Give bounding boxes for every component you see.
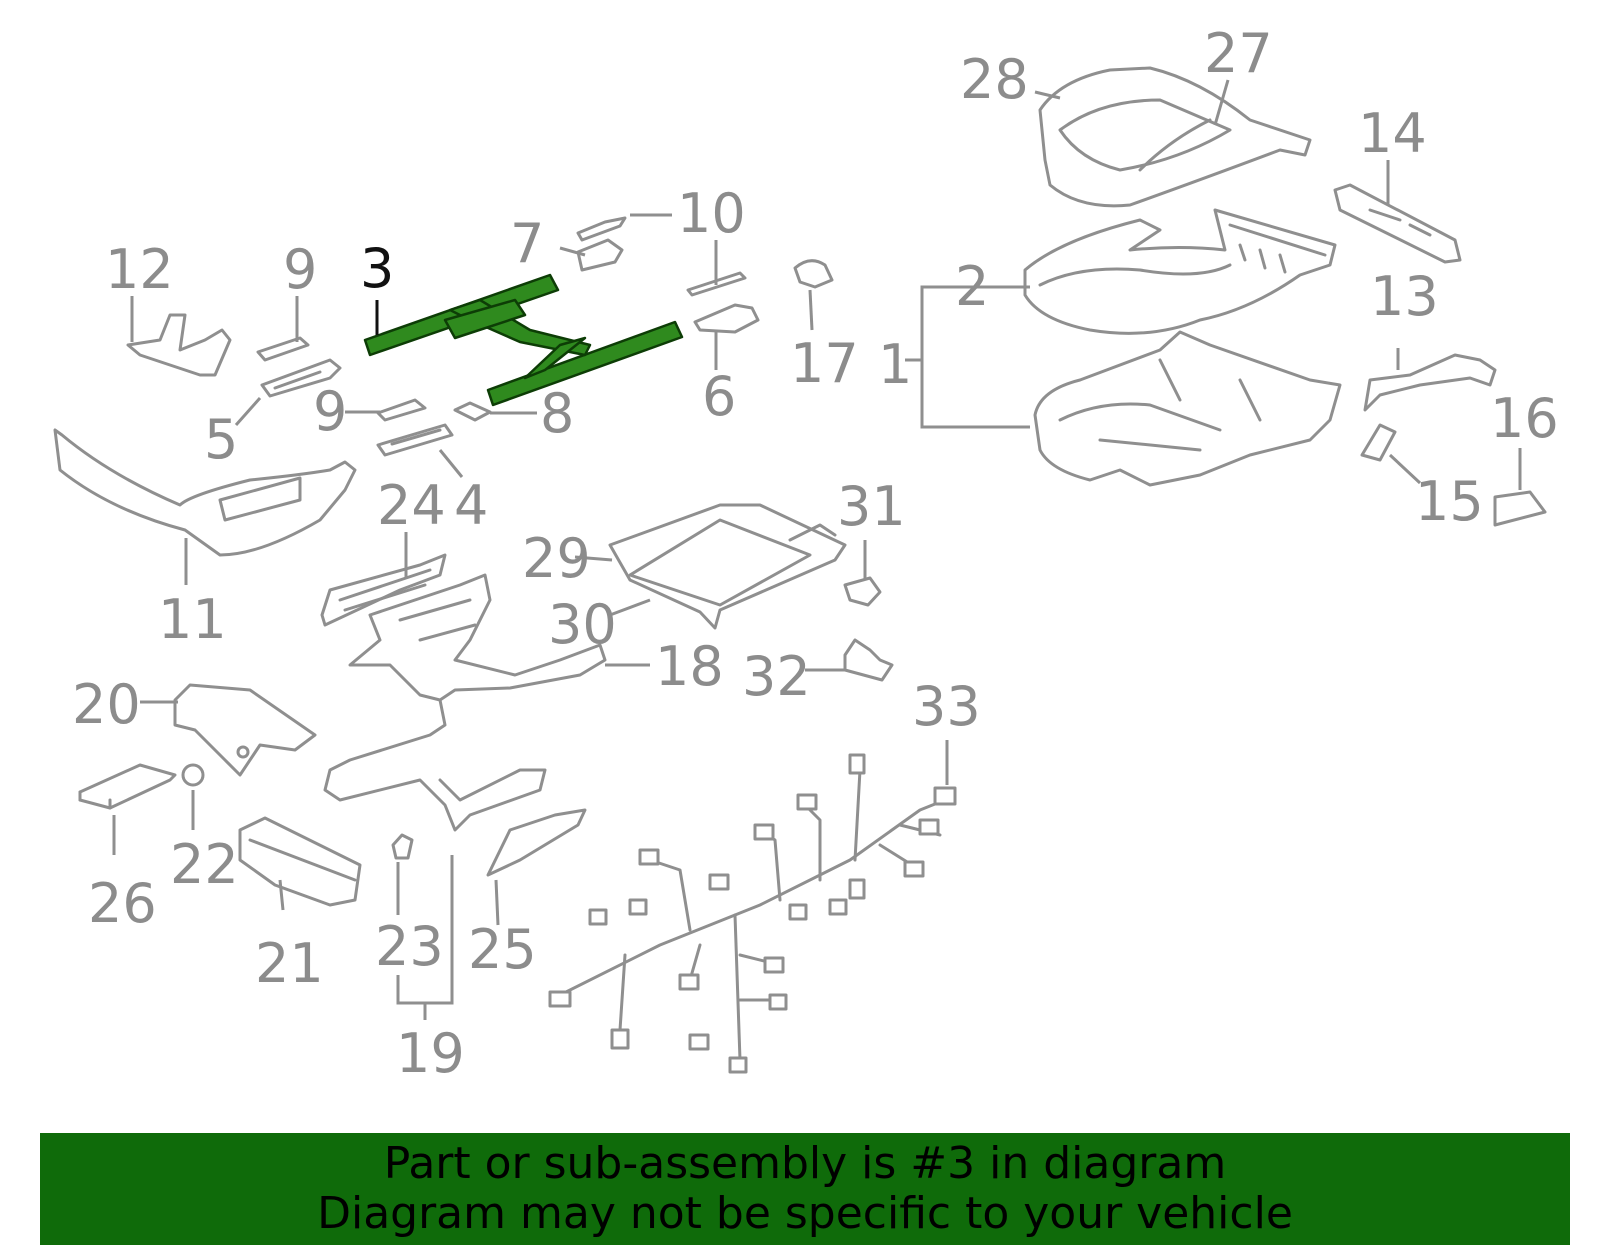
callout-22: 22 — [170, 833, 239, 896]
callout-29: 29 — [522, 527, 591, 590]
part-10[interactable] — [576, 216, 627, 242]
callout-4: 4 — [454, 474, 488, 537]
callout-13: 13 — [1370, 265, 1439, 328]
part-9-left[interactable] — [256, 336, 310, 362]
callout-9-lower: 9 — [313, 380, 347, 443]
info-banner: Part or sub-assembly is #3 in diagram Di… — [40, 1133, 1570, 1245]
part-24[interactable] — [320, 553, 447, 627]
callout-3-highlighted: 3 — [360, 237, 394, 300]
part-26[interactable] — [78, 763, 177, 810]
callout-31: 31 — [837, 475, 906, 538]
part-27-28-seat-cushion[interactable] — [1038, 66, 1312, 208]
callout-6: 6 — [702, 365, 736, 428]
part-7[interactable] — [576, 238, 624, 272]
callout-25: 25 — [468, 918, 537, 981]
part-8[interactable] — [453, 401, 492, 422]
leader-lines — [112, 79, 1522, 1020]
part-9-small-right[interactable] — [686, 271, 747, 297]
part-15[interactable] — [1360, 423, 1397, 462]
part-6[interactable] — [693, 303, 760, 334]
callout-24: 24 — [377, 474, 446, 537]
part-13[interactable] — [1363, 353, 1497, 412]
part-21[interactable] — [238, 816, 362, 907]
callout-20: 20 — [72, 673, 141, 736]
part-2-cushion-frame[interactable] — [1023, 208, 1337, 335]
callout-7: 7 — [510, 212, 544, 275]
part-9-lower[interactable] — [376, 398, 427, 422]
callout-9-left: 9 — [283, 238, 317, 301]
part-23[interactable] — [391, 833, 414, 860]
callout-17: 17 — [790, 332, 859, 395]
callout-18: 18 — [655, 635, 724, 698]
callout-2: 2 — [955, 255, 989, 318]
callout-32: 32 — [742, 645, 811, 708]
callout-11: 11 — [158, 588, 227, 651]
callout-21: 21 — [255, 932, 324, 995]
callout-15: 15 — [1415, 470, 1484, 533]
callout-12: 12 — [105, 238, 174, 301]
part-17[interactable] — [793, 259, 834, 289]
callout-5: 5 — [204, 408, 238, 471]
callout-16: 16 — [1490, 387, 1559, 450]
part-31[interactable] — [843, 576, 882, 607]
callout-19: 19 — [396, 1022, 465, 1085]
part-11-side-trim[interactable] — [53, 428, 357, 557]
callout-10: 10 — [677, 182, 746, 245]
part-18-lower-frame[interactable] — [323, 573, 607, 832]
callout-28: 28 — [960, 48, 1029, 111]
callout-1: 1 — [878, 333, 912, 396]
callout-26: 26 — [88, 872, 157, 935]
part-22[interactable] — [181, 763, 205, 787]
banner-line-1: Part or sub-assembly is #3 in diagram — [383, 1138, 1227, 1189]
part-29-30-heater-mat[interactable] — [608, 503, 847, 630]
callout-33: 33 — [912, 675, 981, 738]
callout-23: 23 — [375, 915, 444, 978]
part-12[interactable] — [126, 313, 232, 377]
callout-8: 8 — [540, 382, 574, 445]
part-5[interactable] — [260, 358, 342, 398]
part-14[interactable] — [1333, 183, 1462, 264]
part-20[interactable] — [173, 683, 317, 777]
part-3-seat-track-highlighted[interactable] — [363, 273, 684, 407]
callout-numbers: 28 27 14 2 13 1 17 16 15 10 7 6 3 12 9 9… — [72, 22, 1559, 1085]
part-4[interactable] — [376, 423, 454, 457]
part-32[interactable] — [843, 638, 894, 682]
callout-14: 14 — [1358, 102, 1427, 165]
part-16[interactable] — [1493, 490, 1547, 527]
part-33-wiring-harness[interactable] — [548, 753, 957, 1074]
callout-30: 30 — [548, 593, 617, 656]
callout-27: 27 — [1204, 22, 1273, 85]
banner-line-2: Diagram may not be specific to your vehi… — [317, 1188, 1293, 1239]
part-1-seat-frame[interactable] — [1033, 330, 1342, 487]
part-25[interactable] — [486, 808, 587, 877]
